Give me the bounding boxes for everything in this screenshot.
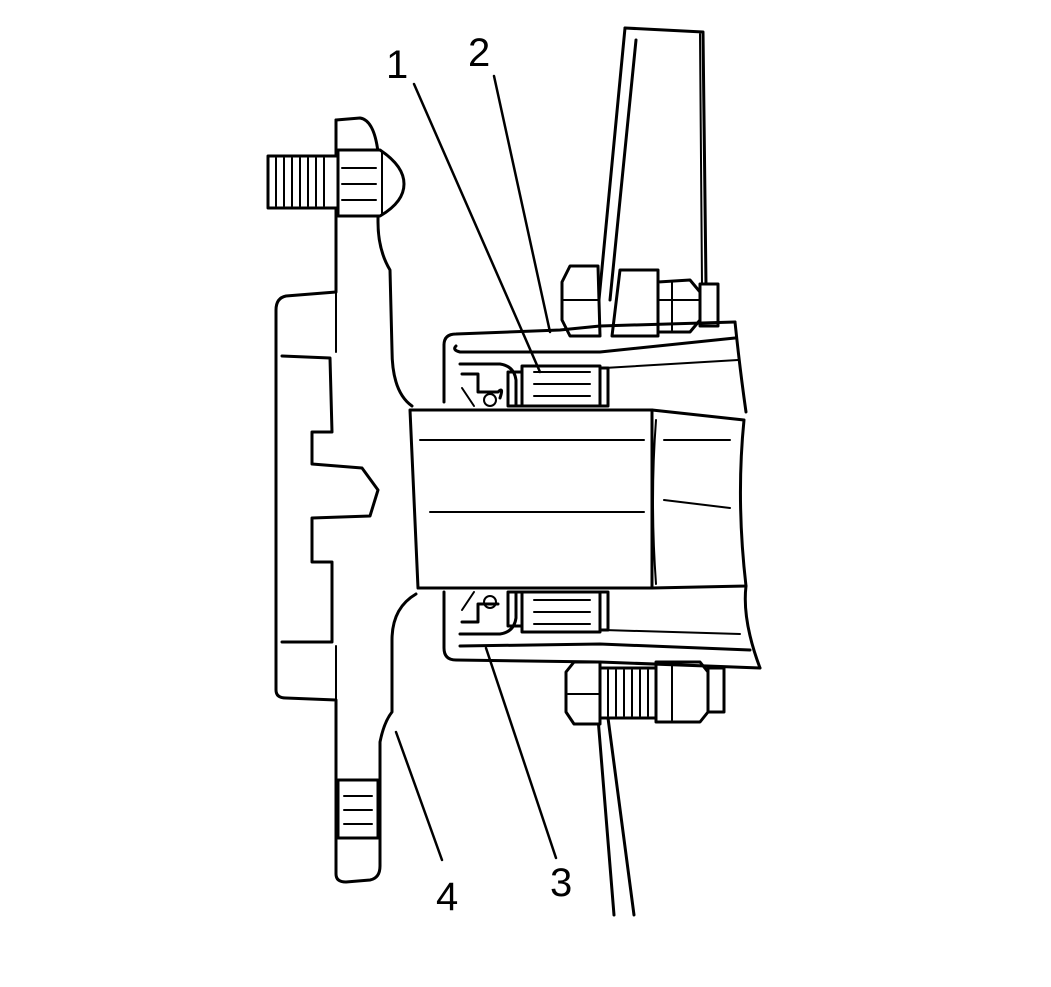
lower-wheel-stud — [336, 778, 380, 840]
lower-bolt-thread — [607, 669, 649, 717]
lower-bearing — [458, 590, 610, 636]
callout-4: 4 — [436, 875, 458, 919]
hub-flange — [274, 116, 418, 884]
lower-knuckle-bolt — [564, 660, 726, 726]
callout-3: 3 — [550, 861, 572, 905]
leader-4 — [394, 730, 444, 862]
upper-bearing — [458, 362, 610, 408]
upper-stud-thread — [275, 157, 325, 207]
callout-1: 1 — [386, 43, 408, 87]
callout-labels: 1 2 3 4 — [386, 31, 572, 919]
leader-3 — [484, 646, 558, 860]
callout-leaders — [394, 74, 558, 862]
upper-wheel-stud — [266, 148, 406, 218]
bearing-housing — [442, 320, 762, 670]
leader-1 — [412, 82, 542, 374]
steering-knuckle — [596, 26, 708, 917]
callout-2: 2 — [468, 31, 490, 75]
axle-shaft — [408, 408, 748, 590]
leader-2 — [492, 74, 552, 334]
upper-knuckle-bolt — [560, 264, 720, 338]
